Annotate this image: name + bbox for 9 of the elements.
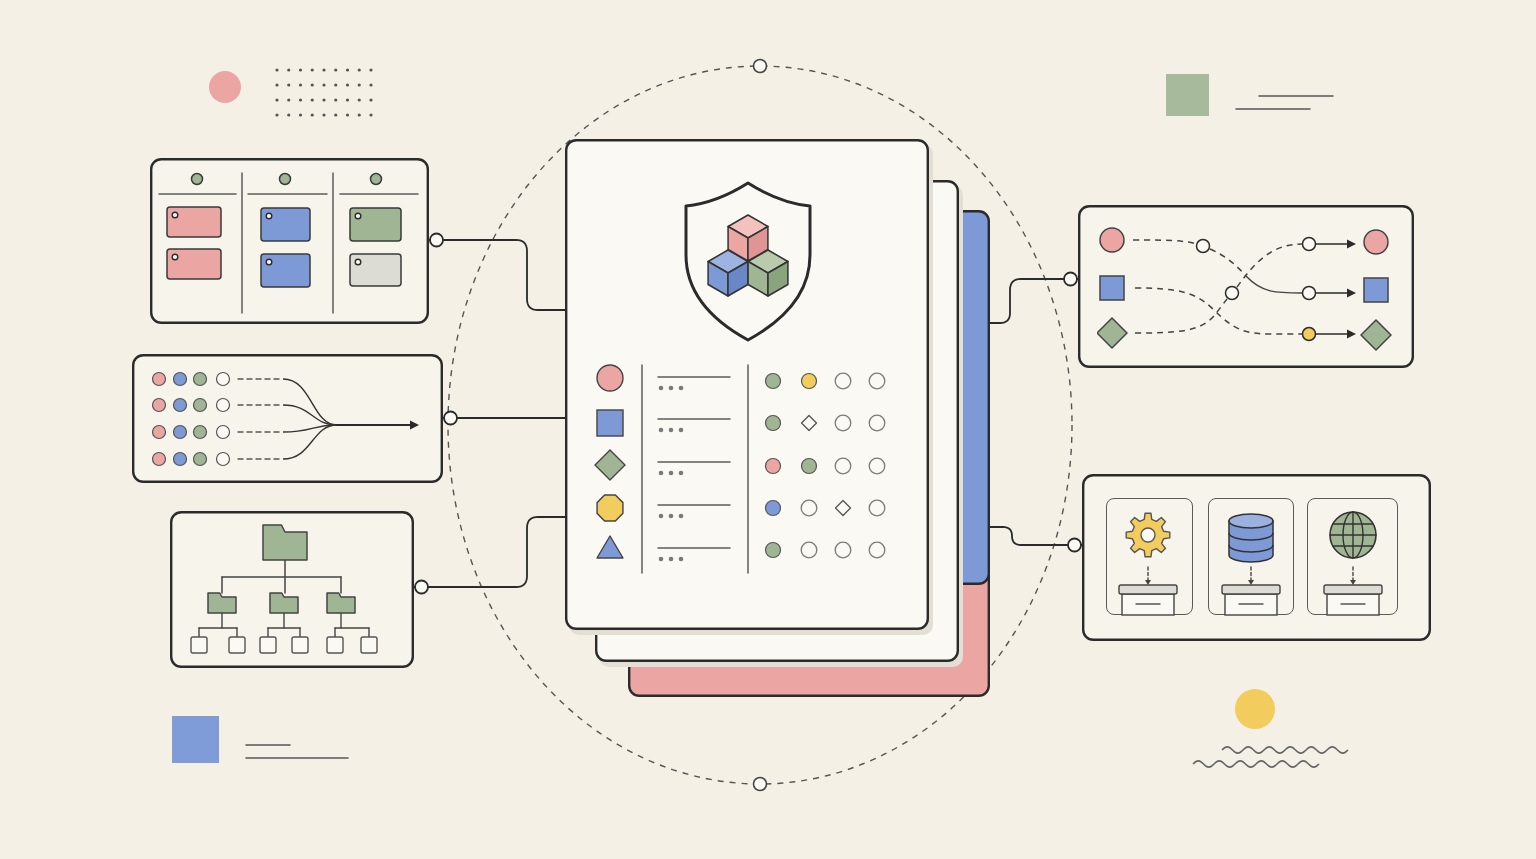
connector-line	[989, 526, 1083, 553]
connector-line	[989, 271, 1079, 324]
routing-panel	[1078, 205, 1414, 368]
connector-line	[413, 516, 566, 595]
merge-panel	[132, 354, 443, 483]
connector-line	[442, 410, 566, 426]
folder-tree-panel	[170, 511, 414, 668]
connector-line	[428, 232, 566, 311]
services-panel	[1082, 474, 1431, 641]
